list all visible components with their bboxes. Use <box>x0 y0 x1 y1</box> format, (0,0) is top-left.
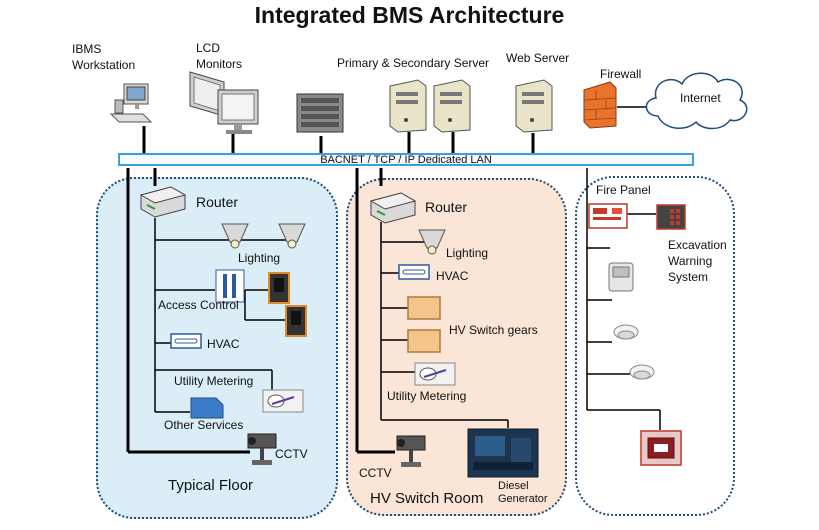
typical-floor-zone-label: Typical Floor <box>168 477 254 494</box>
hv-lighting-label: Lighting <box>446 246 489 260</box>
web-server-label: Web Server <box>506 51 570 65</box>
hvac-unit-icon <box>398 264 430 280</box>
fire-panel-icon <box>588 203 628 229</box>
workstation-icon <box>109 83 153 123</box>
rack-server-icon <box>296 93 344 133</box>
floor-hvac-label: HVAC <box>207 337 240 351</box>
access-control-panel-icon <box>215 269 245 303</box>
utility-meter-icon <box>414 362 456 386</box>
fire-alarm-bell-icon <box>608 262 634 292</box>
diagram-title: Integrated BMS Architecture <box>254 2 565 28</box>
card-reader-icon <box>268 272 290 304</box>
lan-label: BACNET / TCP / IP Dedicated LAN <box>320 154 492 166</box>
hv-cctv-label: CCTV <box>359 466 392 480</box>
fire-zone <box>575 176 735 516</box>
hv-switch-gears-label: HV Switch gears <box>449 323 538 337</box>
card-reader-icon <box>285 305 307 337</box>
fire-suppression-unit-icon <box>640 430 682 466</box>
excavation-warning-panel-icon <box>656 204 686 230</box>
internet-label: Internet <box>680 91 721 105</box>
lcd-monitors-icon <box>189 71 259 134</box>
internet-cloud-icon <box>645 72 748 130</box>
router-icon <box>369 192 417 224</box>
firewall-icon <box>583 81 617 129</box>
secondary-server-icon <box>433 79 471 133</box>
cctv-camera-icon <box>247 433 277 465</box>
switchgear-icon <box>407 329 441 353</box>
router-icon <box>139 186 187 218</box>
floor-cctv-label: CCTV <box>275 447 308 461</box>
utility-meter-icon <box>262 389 304 413</box>
hv-switch-room-zone-label: HV Switch Room <box>370 490 484 507</box>
hv-router-label: Router <box>425 199 468 215</box>
smoke-detector-icon <box>613 324 639 340</box>
hv-hvac-label: HVAC <box>436 269 469 283</box>
servers-label: Primary & Secondary Server <box>337 56 490 70</box>
floor-router-label: Router <box>196 194 239 210</box>
light-bulb-icon <box>418 229 446 255</box>
hv-utility-metering-label: Utility Metering <box>387 389 467 403</box>
other-services-icon <box>190 397 224 419</box>
switchgear-icon <box>407 296 441 320</box>
light-bulb-icon <box>278 223 306 249</box>
excavation-warning-label: Excavation Warning System <box>668 238 727 284</box>
cctv-camera-icon <box>396 435 426 467</box>
floor-access-control-label: Access Control <box>158 298 239 312</box>
diesel-generator-icon <box>467 428 539 478</box>
diesel-generator-label: Diesel Generator <box>498 480 548 505</box>
heat-detector-icon <box>629 364 655 380</box>
web-server-icon <box>515 79 553 133</box>
firewall-label: Firewall <box>600 67 642 81</box>
floor-utility-metering-label: Utility Metering <box>174 374 254 388</box>
lcd-monitors-label: LCD Monitors <box>196 41 243 71</box>
fire-panel-label: Fire Panel <box>596 183 651 197</box>
ibms-workstation-label: IBMS Workstation <box>72 42 136 72</box>
light-bulb-icon <box>221 223 249 249</box>
floor-other-services-label: Other Services <box>164 418 244 432</box>
hvac-unit-icon <box>170 333 202 349</box>
primary-server-icon <box>389 79 427 133</box>
lan-bar: BACNET / TCP / IP Dedicated LAN <box>118 153 694 166</box>
floor-lighting-label: Lighting <box>238 251 281 265</box>
